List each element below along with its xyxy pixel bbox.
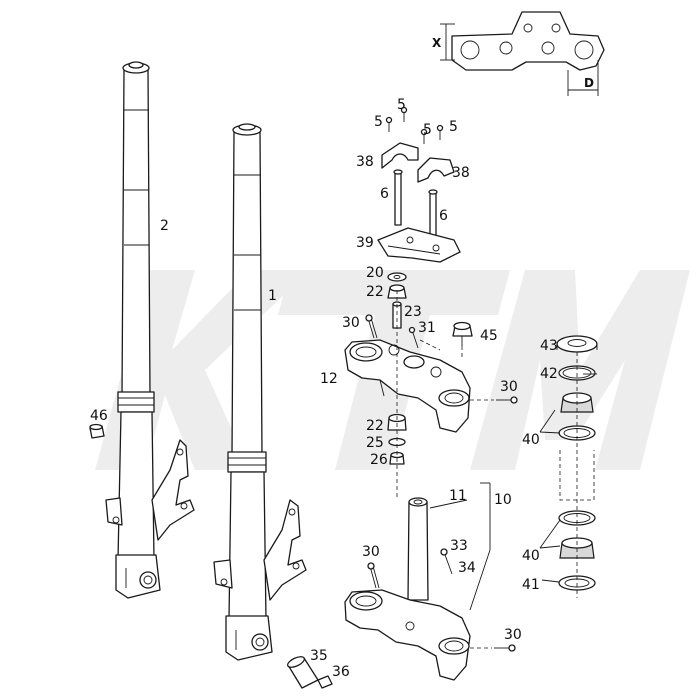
steering-stem-11 [407, 497, 429, 601]
label-34: 34 [458, 560, 476, 576]
label-31: 31 [418, 320, 436, 336]
label-25: 25 [366, 435, 384, 451]
dimension-x-label: X [432, 36, 442, 50]
dimension-d-label: D [584, 76, 594, 90]
label-22b: 22 [366, 418, 384, 434]
bolt-30-upper [365, 314, 378, 339]
label-1: 1 [268, 288, 277, 304]
dust-seal-43 [556, 335, 598, 353]
label-30b: 30 [500, 379, 518, 395]
sleeve-23 [392, 301, 402, 329]
label-41: 41 [522, 577, 540, 593]
label-5d: 5 [449, 119, 458, 135]
handlebar-riser-39 [377, 227, 461, 263]
bushing-46 [89, 423, 105, 439]
cap-45 [452, 321, 473, 346]
label-30a: 30 [342, 315, 360, 331]
handlebar-clamp-38-left [381, 142, 419, 169]
bolt-33-34 [440, 548, 453, 575]
screws-5 [385, 106, 444, 144]
handlebar-clamp-38-right [417, 157, 455, 183]
label-30c: 30 [362, 544, 380, 560]
bolt-30-lower-left [367, 562, 380, 589]
label-6a: 6 [380, 186, 389, 202]
label-35: 35 [310, 648, 328, 664]
washer-20 [387, 272, 407, 282]
label-40b: 40 [522, 548, 540, 564]
label-6b: 6 [439, 208, 448, 224]
bolt-30-right-upper [496, 396, 518, 404]
bolt-31 [408, 326, 419, 349]
upper-triple-clamp-12 [344, 339, 471, 433]
label-5a: 5 [397, 97, 406, 113]
label-46: 46 [90, 408, 108, 424]
callouts: 1 2 5 5 5 5 6 6 10 11 12 20 22 23 30 31 … [90, 97, 558, 680]
label-2: 2 [160, 218, 169, 234]
label-38b: 38 [452, 165, 470, 181]
label-45: 45 [480, 328, 498, 344]
label-38a: 38 [356, 154, 374, 170]
label-39: 39 [356, 235, 374, 251]
fork-leg-2 [105, 61, 195, 599]
label-26: 26 [370, 452, 388, 468]
label-30d: 30 [504, 627, 522, 643]
label-22a: 22 [366, 284, 384, 300]
leader-lines [429, 373, 597, 611]
label-10: 10 [494, 492, 512, 508]
fork-leg-1 [213, 123, 307, 661]
label-36: 36 [332, 664, 350, 680]
label-33: 33 [450, 538, 468, 554]
label-5b: 5 [374, 114, 383, 130]
bolt-30-lower-right [494, 644, 516, 652]
label-12: 12 [320, 371, 338, 387]
assembly-axes [396, 290, 578, 649]
label-11: 11 [449, 488, 467, 504]
label-20: 20 [366, 265, 384, 281]
label-40a: 40 [522, 432, 540, 448]
nut-36 [317, 675, 333, 689]
triple-clamp-detail-sketch [440, 11, 605, 96]
label-42: 42 [540, 366, 558, 382]
label-5c: 5 [423, 122, 432, 138]
label-43: 43 [540, 338, 558, 354]
lower-triple-clamp-10 [344, 589, 471, 681]
label-23: 23 [404, 304, 422, 320]
